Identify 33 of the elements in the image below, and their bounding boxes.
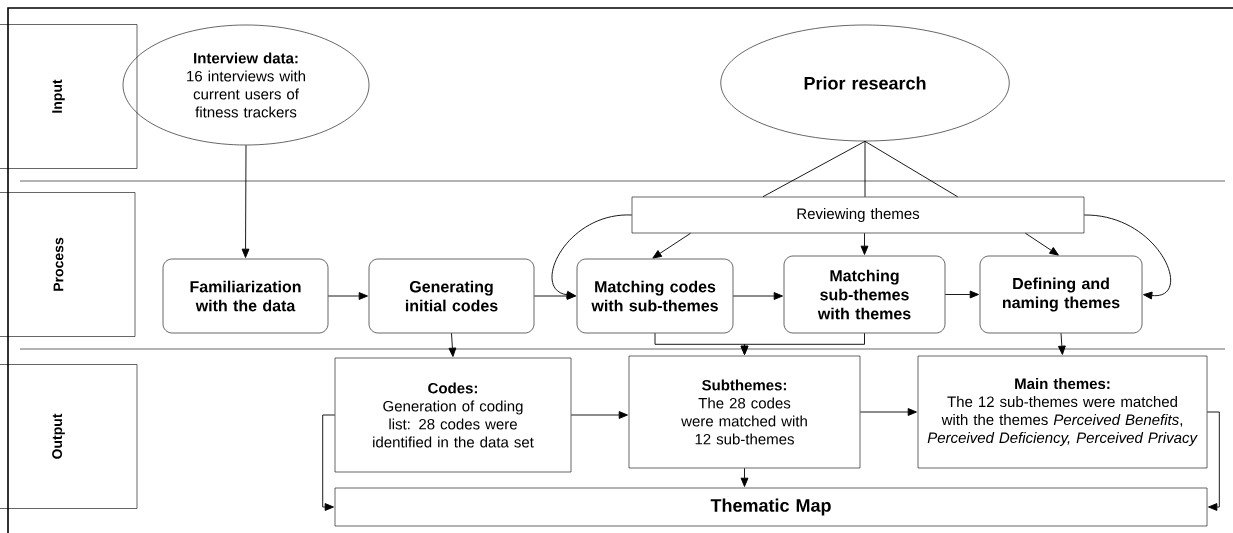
arrow bbox=[944, 290, 979, 299]
lane-label: Input bbox=[0, 24, 138, 169]
arrow bbox=[1083, 214, 1171, 300]
result-box: Thematic Map bbox=[334, 487, 1208, 527]
arrow bbox=[732, 292, 783, 300]
process-box: Reviewing themes bbox=[631, 196, 1085, 234]
output-box: Subthemes: The 28 codes were matched with 12 sub-themes bbox=[628, 355, 861, 469]
arrow bbox=[322, 414, 336, 511]
process-box: Familiarization with the data bbox=[162, 258, 329, 334]
arrow bbox=[1058, 332, 1066, 355]
lane-label: Process bbox=[0, 192, 136, 337]
process-box: Generating initial codes bbox=[368, 258, 535, 334]
connector-line bbox=[864, 140, 866, 198]
arrow bbox=[740, 467, 749, 487]
arrow bbox=[533, 292, 576, 300]
output-box: Codes: Generation of coding list: 28 codes were identified in the data set bbox=[334, 357, 572, 473]
arrow bbox=[570, 411, 628, 419]
arrow bbox=[740, 332, 865, 355]
arrow bbox=[1206, 411, 1220, 511]
arrow bbox=[860, 232, 869, 255]
process-box: Matching codes with sub-themes bbox=[576, 258, 734, 334]
arrow bbox=[327, 292, 368, 300]
output-box: Main themes: The 12 sub-themes were matched with the themes Perceived Benefits, Perceived Deficiency, Perceived Privacy bbox=[917, 355, 1208, 469]
process-box: Defining and naming themes bbox=[979, 255, 1143, 334]
arrow bbox=[241, 144, 250, 258]
connector-line bbox=[864, 140, 959, 198]
arrow bbox=[859, 408, 917, 416]
arrow bbox=[652, 232, 691, 259]
lane-label: Output bbox=[0, 364, 138, 509]
connector-line bbox=[762, 140, 866, 198]
arrow bbox=[448, 332, 457, 357]
process-box: Matching sub-themes with themes bbox=[783, 255, 946, 334]
arrow bbox=[1025, 232, 1059, 256]
